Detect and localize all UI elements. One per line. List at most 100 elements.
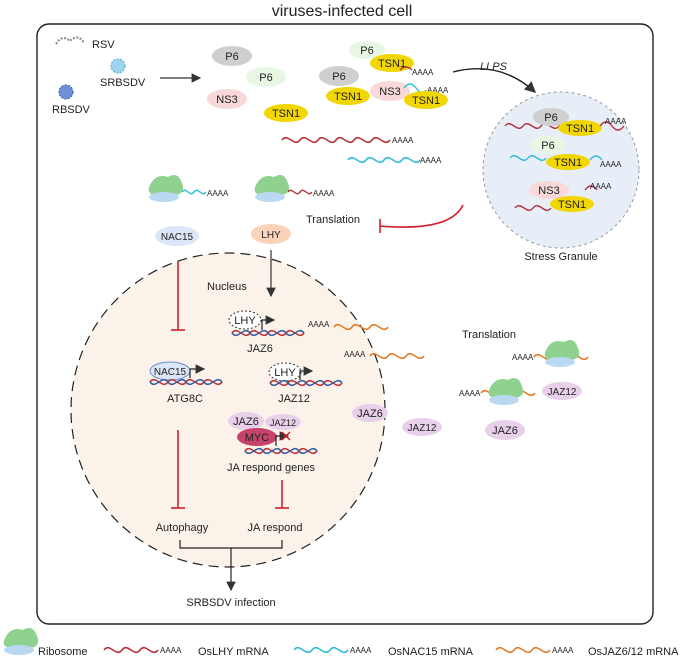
- rsv-virus: RSV: [55, 36, 115, 51]
- legend-ribosome: Ribosome: [3, 628, 88, 658]
- jaz-myc-complex: JAZ6 JAZ12 MYC: [228, 412, 318, 455]
- rbsdv-label: RBSDV: [52, 104, 91, 116]
- jaz12-protein-2: JAZ12: [542, 382, 582, 400]
- svg-text:AAAA: AAAA: [160, 646, 182, 655]
- svg-text:AAAA: AAAA: [207, 189, 229, 198]
- polya-jaz6: AAAA: [308, 320, 330, 329]
- svg-text:TSN1: TSN1: [272, 108, 300, 120]
- svg-text:NAC15: NAC15: [161, 232, 194, 243]
- jaz12-mrna-out: [369, 352, 425, 360]
- nac15-mrna-free: AAAA: [347, 156, 442, 165]
- jaz6-promoter-lhy: LHY: [228, 310, 305, 337]
- jaz6-gene-label: JAZ6: [247, 343, 273, 355]
- svg-text:TSN1: TSN1: [412, 95, 440, 107]
- atg8c-promoter-nac15: NAC15: [149, 361, 223, 386]
- rsv-label: RSV: [92, 39, 115, 51]
- svg-text:JAZ12: JAZ12: [548, 387, 577, 398]
- legend-nac15-mrna: AAAA OsNAC15 mRNA: [293, 646, 474, 658]
- translation-label-bottom: Translation: [462, 329, 516, 341]
- svg-text:JAZ6: JAZ6: [233, 416, 259, 428]
- stress-granule-label: Stress Granule: [524, 251, 597, 263]
- svg-text:NS3: NS3: [216, 94, 237, 106]
- ns3-complex: NS3: [370, 81, 410, 101]
- jaz6-protein-2: JAZ6: [485, 420, 525, 440]
- sg-inhibits-translation: [379, 204, 464, 228]
- svg-text:AAAA: AAAA: [350, 646, 372, 655]
- jaz6-mrna-out: [333, 323, 389, 331]
- ribosome-nac15-translation: AAAA: [148, 175, 229, 202]
- atg8c-gene-label: ATG8C: [167, 393, 203, 405]
- svg-text:P6: P6: [360, 45, 373, 57]
- polya-complex: AAAA: [427, 86, 449, 95]
- svg-text:OsJAZ6/12 mRNA: OsJAZ6/12 mRNA: [588, 646, 679, 658]
- jaz12-promoter-lhy: LHY: [268, 362, 343, 387]
- srbsdv-label: SRBSDV: [100, 77, 146, 89]
- svg-text:NS3: NS3: [379, 86, 400, 98]
- lhy-protein: LHY: [251, 224, 291, 244]
- ja-respond-label: JA respond: [247, 522, 302, 534]
- svg-text:LHY: LHY: [234, 315, 256, 327]
- polya-top: AAAA: [412, 68, 434, 77]
- svg-text:JAZ6: JAZ6: [357, 408, 383, 420]
- rbsdv-virus: RBSDV: [52, 84, 91, 116]
- ja-respond-genes-label: JA respond genes: [227, 462, 316, 474]
- svg-text:Ribosome: Ribosome: [38, 646, 88, 658]
- llps-arrow: [452, 68, 537, 93]
- polya-nac15: AAAA: [420, 156, 442, 165]
- autophagy-label: Autophagy: [156, 522, 209, 534]
- svg-text:NAC15: NAC15: [154, 367, 187, 378]
- svg-text:P6: P6: [544, 112, 557, 124]
- svg-text:OsLHY mRNA: OsLHY mRNA: [198, 646, 269, 658]
- translation-label-top: Translation: [306, 214, 360, 226]
- svg-text:P6: P6: [259, 72, 272, 84]
- jaz6-protein-1: JAZ6: [352, 404, 388, 422]
- svg-text:JAZ12: JAZ12: [408, 423, 437, 434]
- infection-label: SRBSDV infection: [186, 597, 275, 609]
- tsn1-complex-right: TSN1: [404, 91, 448, 109]
- svg-text:AAAA: AAAA: [459, 389, 481, 398]
- svg-text:AAAA: AAAA: [600, 160, 622, 169]
- svg-text:TSN1: TSN1: [558, 199, 586, 211]
- svg-text:TSN1: TSN1: [334, 91, 362, 103]
- svg-text:LHY: LHY: [261, 230, 281, 241]
- svg-text:AAAA: AAAA: [512, 353, 534, 362]
- p6-protein-grey: P6: [212, 46, 252, 66]
- nucleus: [70, 252, 386, 568]
- lhy-mrna-free: AAAA: [281, 136, 414, 145]
- legend: Ribosome AAAA OsLHY mRNA AAAA OsNAC15 mR…: [3, 628, 679, 658]
- p6-tsn1-complex-grey: P6: [319, 66, 359, 86]
- svg-text:NS3: NS3: [538, 185, 559, 197]
- svg-text:LHY: LHY: [274, 367, 296, 379]
- legend-lhy-mrna: AAAA OsLHY mRNA: [103, 646, 269, 658]
- figure-title: viruses-infected cell: [272, 3, 413, 20]
- stress-granule: P6 TSN1 AAAA P6 TSN1 AAAA NS3 TSN1 AAAA: [482, 91, 640, 249]
- cell-boundary: [36, 23, 654, 625]
- svg-text:AAAA: AAAA: [605, 117, 627, 126]
- ribosome-lhy-translation: AAAA: [254, 175, 335, 202]
- legend-jaz-mrna: AAAA OsJAZ6/12 mRNA: [495, 646, 679, 658]
- ribosome-jaz-translation-1: AAAA: [512, 340, 589, 367]
- svg-text:MYC: MYC: [245, 432, 270, 444]
- jaz12-protein-1: JAZ12: [402, 418, 442, 436]
- svg-text:P6: P6: [332, 71, 345, 83]
- ns3-protein: NS3: [207, 89, 247, 109]
- tsn1-complex-top: TSN1: [370, 54, 414, 72]
- svg-text:TSN1: TSN1: [566, 123, 594, 135]
- svg-text:P6: P6: [225, 51, 238, 63]
- srbsdv-virus: SRBSDV: [100, 58, 146, 89]
- svg-text:P6: P6: [541, 140, 554, 152]
- svg-text:JAZ12: JAZ12: [270, 418, 296, 428]
- polya-jaz12: AAAA: [344, 350, 366, 359]
- svg-text:TSN1: TSN1: [378, 58, 406, 70]
- nucleus-label: Nucleus: [207, 281, 247, 293]
- ribosome-jaz-translation-2: AAAA: [459, 378, 536, 405]
- svg-text:OsNAC15 mRNA: OsNAC15 mRNA: [388, 646, 474, 658]
- svg-text:JAZ6: JAZ6: [492, 425, 518, 437]
- svg-text:AAAA: AAAA: [552, 646, 574, 655]
- p6-tsn1-complex-green: P6: [349, 41, 385, 59]
- svg-text:AAAA: AAAA: [590, 182, 612, 191]
- llps-label: LLPS: [480, 61, 508, 73]
- svg-text:AAAA: AAAA: [313, 189, 335, 198]
- tsn1-protein: TSN1: [264, 104, 308, 122]
